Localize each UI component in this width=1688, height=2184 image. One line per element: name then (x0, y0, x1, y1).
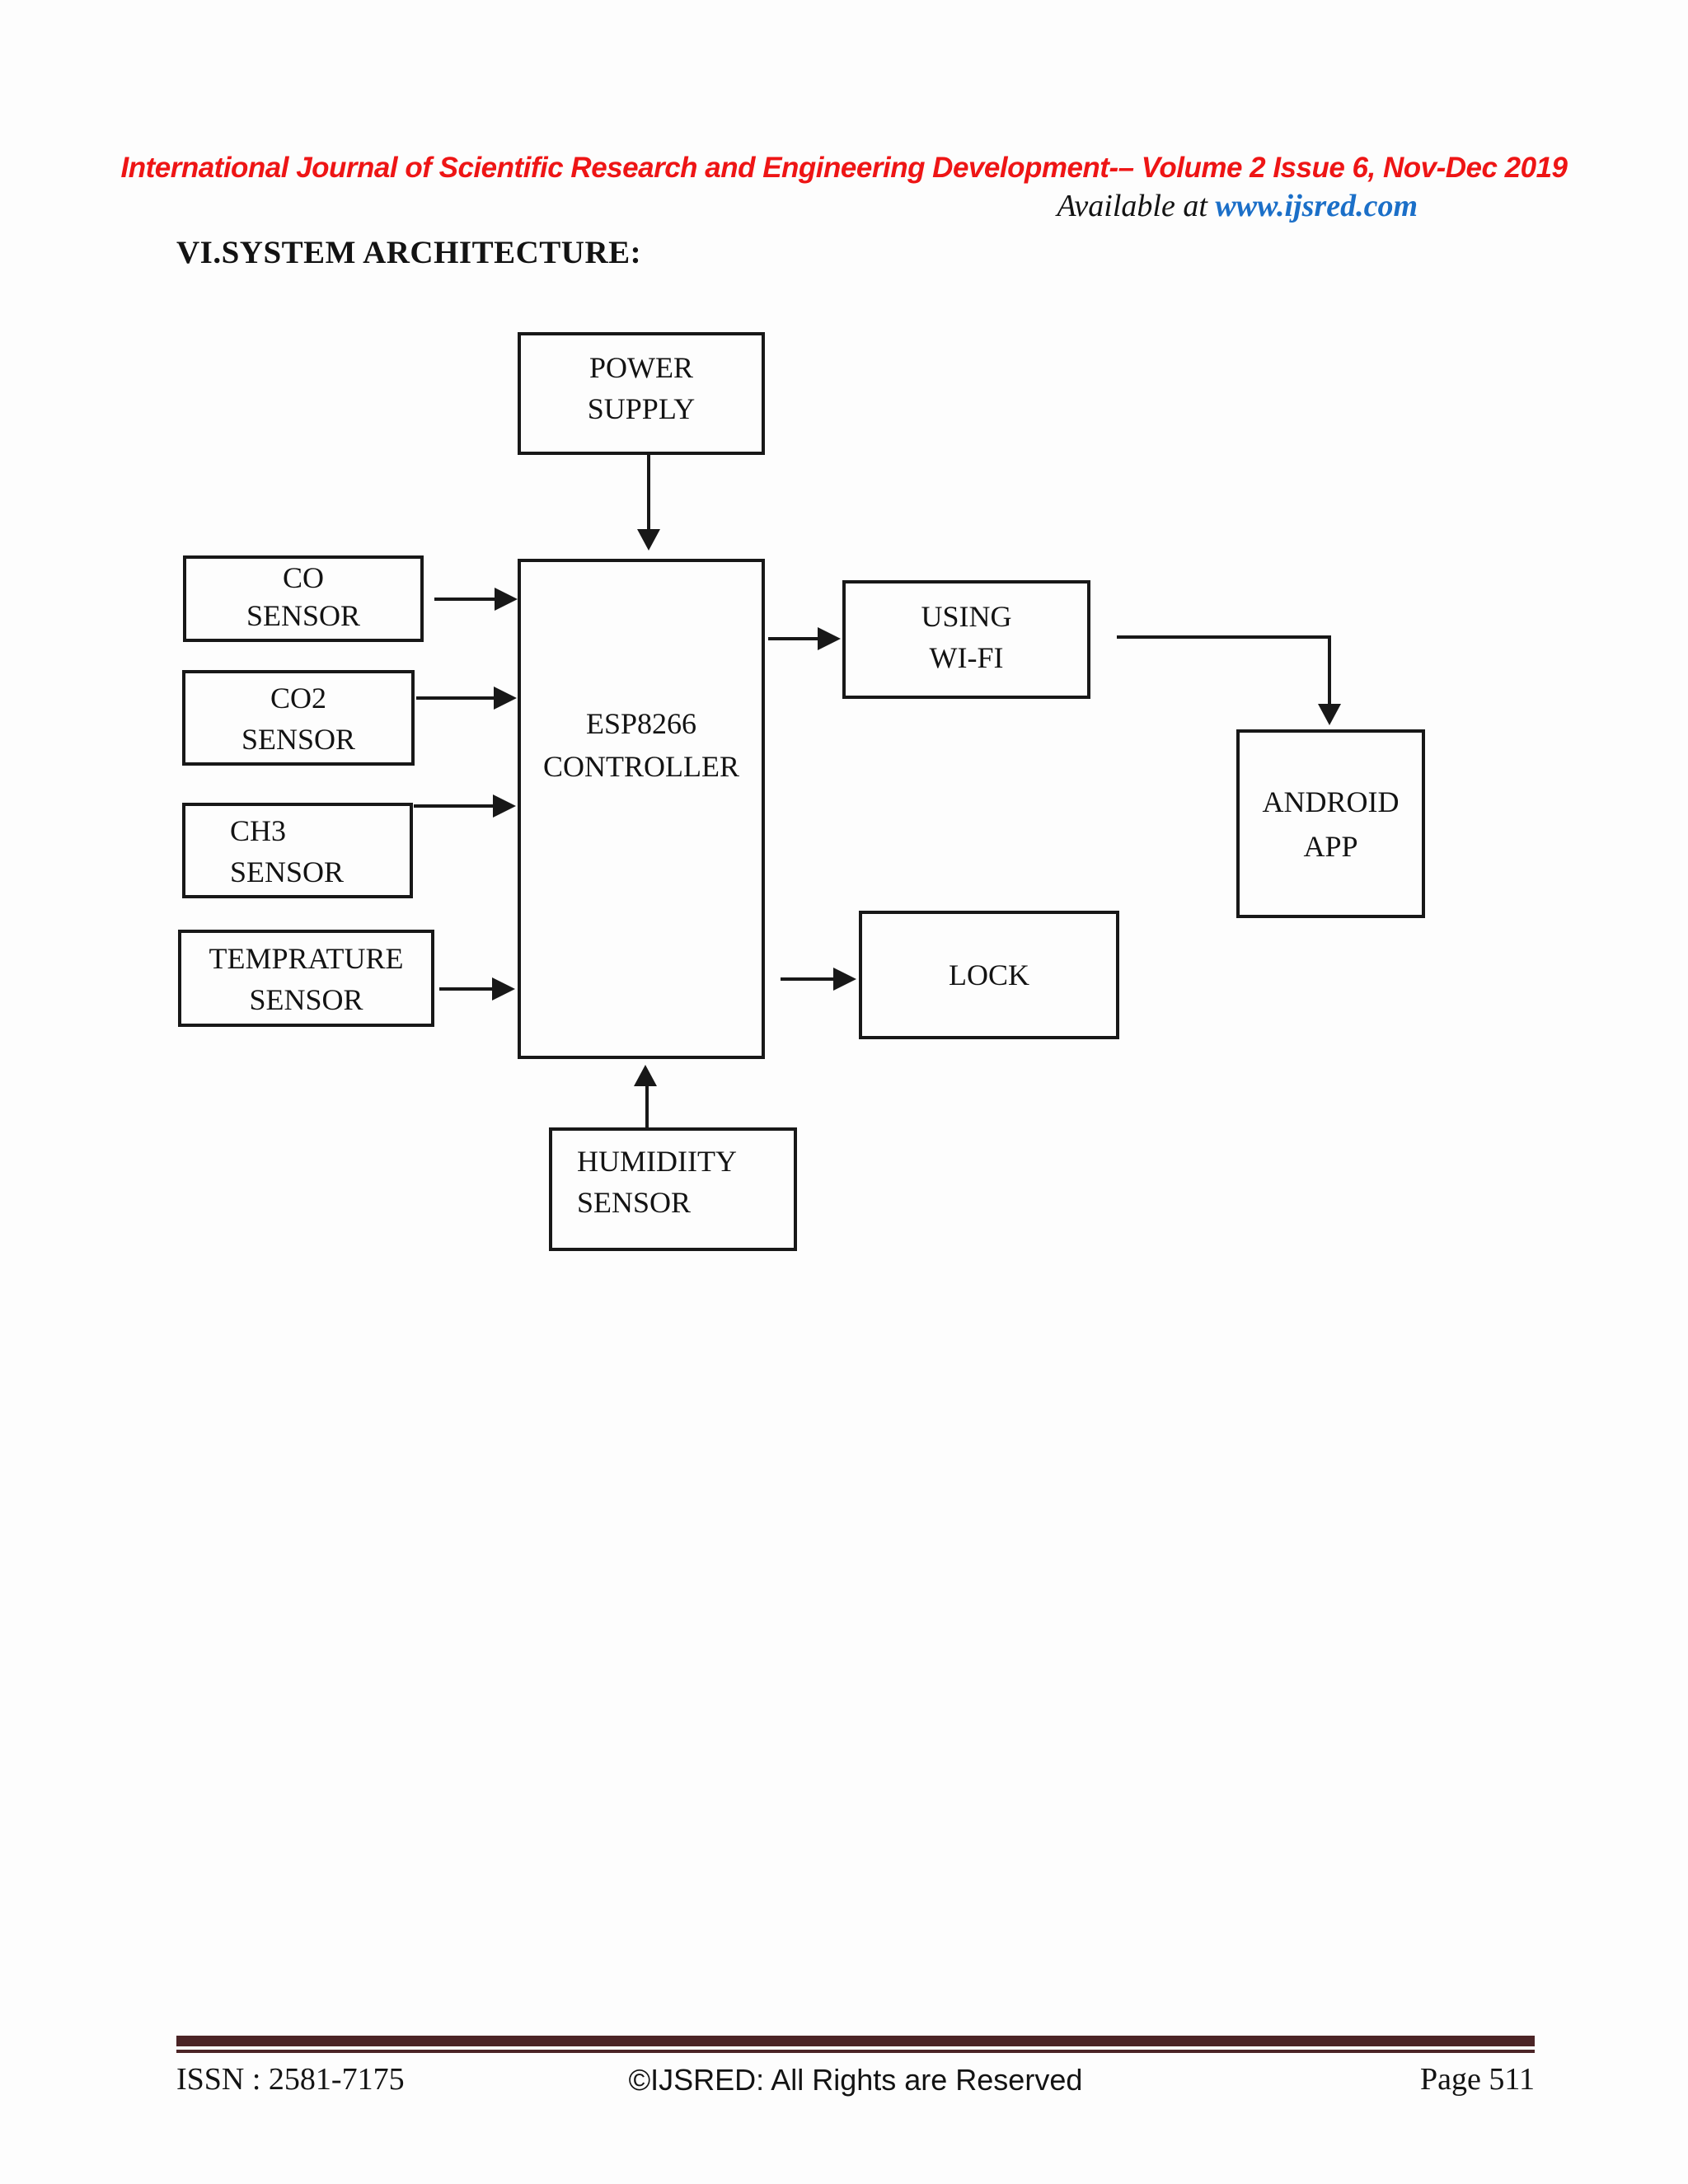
node-humidity-sensor: HUMIDIITY SENSOR (549, 1127, 797, 1251)
footer-rule-thin (176, 2050, 1535, 2053)
node-label: CONTROLLER (543, 750, 739, 783)
section-heading: VI.SYSTEM ARCHITECTURE: (176, 235, 642, 270)
node-label: CO (282, 561, 324, 594)
arrowhead-down-icon (637, 529, 660, 551)
arrowhead-down-icon (1318, 704, 1341, 725)
node-label: SENSOR (577, 1186, 692, 1219)
arrowhead-up-icon (634, 1065, 657, 1086)
node-label: CH3 (230, 814, 287, 847)
arrowhead-right-icon (818, 627, 841, 650)
node-ch3-sensor: CH3 SENSOR (182, 803, 413, 898)
node-label: SENSOR (246, 599, 361, 632)
node-power-supply: POWER SUPPLY (518, 332, 765, 455)
footer-issn: ISSN : 2581-7175 (176, 2062, 405, 2097)
journal-title: International Journal of Scientific Rese… (120, 152, 1568, 184)
node-label: USING (921, 600, 1012, 633)
footer-page-number: Page 511 (1420, 2062, 1535, 2097)
arrowhead-right-icon (494, 687, 517, 710)
node-co-sensor: CO SENSOR (183, 555, 424, 642)
footer-rule-thick (176, 2036, 1535, 2046)
footer-copyright: ©IJSRED: All Rights are Reserved (628, 2063, 1083, 2097)
page-footer: ISSN : 2581-7175 ©IJSRED: All Rights are… (176, 2036, 1535, 2097)
node-lock: LOCK (859, 911, 1119, 1039)
node-label: HUMIDIITY (577, 1145, 737, 1178)
node-label: CO2 (270, 682, 326, 715)
node-co2-sensor: CO2 SENSOR (182, 670, 415, 766)
node-label: APP (1303, 829, 1358, 863)
node-label: SENSOR (249, 983, 363, 1016)
arrowhead-right-icon (495, 588, 518, 611)
node-label: POWER (589, 351, 693, 384)
node-label: ANDROID (1262, 785, 1400, 818)
node-label: SUPPLY (587, 392, 696, 425)
node-label: LOCK (949, 958, 1029, 991)
node-android-app: ANDROID APP (1236, 729, 1425, 918)
available-line: Available at www.ijsred.com (1057, 188, 1418, 224)
arrowhead-right-icon (492, 977, 515, 1001)
node-label: ESP8266 (585, 707, 697, 740)
journal-url-link[interactable]: www.ijsred.com (1215, 189, 1418, 223)
arrowhead-right-icon (833, 968, 856, 991)
node-label: SENSOR (241, 723, 356, 756)
node-esp8266-controller: ESP8266 CONTROLLER (518, 559, 765, 1059)
available-prefix: Available at (1057, 189, 1216, 223)
node-label: WI-FI (929, 641, 1004, 674)
node-label: TEMPRATURE (209, 942, 404, 975)
node-using-wifi: USING WI-FI (842, 580, 1090, 699)
node-temprature-sensor: TEMPRATURE SENSOR (178, 930, 434, 1027)
node-label: SENSOR (230, 855, 345, 888)
arrowhead-right-icon (493, 794, 516, 818)
